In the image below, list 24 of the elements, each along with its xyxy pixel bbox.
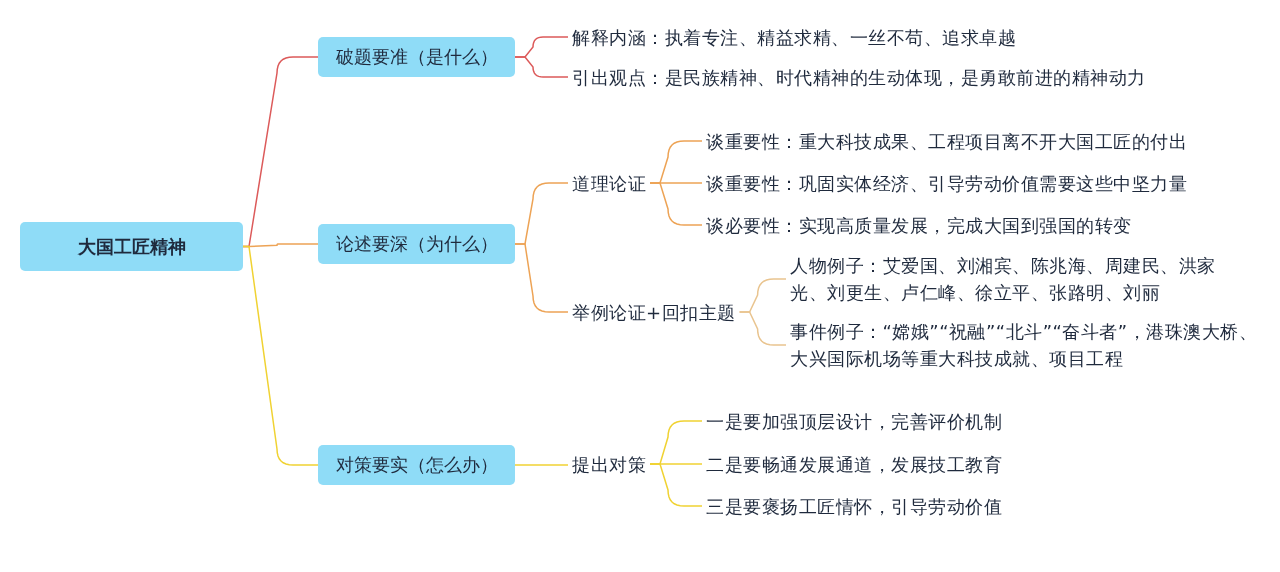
subtopic-text: 解释内涵：执着专注、精益求精、一丝不苟、追求卓越 xyxy=(568,23,1020,51)
main-topic-box: 论述要深（为什么） xyxy=(318,224,515,264)
subtopic-text: 三是要褒扬工匠情怀，引导劳动价值 xyxy=(702,492,1006,520)
subtopic-text: 谈重要性：重大科技成果、工程项目离不开大国工匠的付出 xyxy=(702,127,1191,155)
branch-line xyxy=(738,311,787,346)
subtopic-text: 举例论证+回扣主题 xyxy=(568,298,740,326)
subtopic-text: 道理论证 xyxy=(568,169,650,197)
branch-line xyxy=(649,182,703,226)
subtopic-text: 谈必要性：实现高质量发展，完成大国到强国的转变 xyxy=(702,211,1136,239)
subtopic-text: 人物例子：艾爱国、刘湘宾、陈兆海、周建民、洪家光、刘更生、卢仁峰、徐立平、张路明、刘丽 xyxy=(786,252,1234,306)
branch-line xyxy=(242,245,319,466)
branch-line xyxy=(514,56,569,78)
subtopic-text: 一是要加强顶层设计，完善评价机制 xyxy=(702,407,1006,435)
subtopic-text: 引出观点：是民族精神、时代精神的生动体现，是勇敢前进的精神动力 xyxy=(568,63,1150,91)
branch-line xyxy=(649,463,703,507)
central-topic-box: 大国工匠精神 xyxy=(20,222,243,271)
subtopic-text: 谈重要性：巩固实体经济、引导劳动价值需要这些中坚力量 xyxy=(702,169,1191,197)
subtopic-text: 提出对策 xyxy=(568,450,650,478)
subtopic-text: 事件例子：“嫦娥”“祝融”“北斗”“奋斗者”，港珠澳大桥、大兴国际机场等重大科技成就、项目工程 xyxy=(786,318,1264,372)
main-topic-box: 对策要实（怎么办） xyxy=(318,445,515,485)
main-topic-box: 破题要准（是什么） xyxy=(318,37,515,77)
subtopic-text: 二是要畅通发展通道，发展技工教育 xyxy=(702,450,1006,478)
branch-line xyxy=(514,464,569,466)
branch-line xyxy=(514,243,569,313)
